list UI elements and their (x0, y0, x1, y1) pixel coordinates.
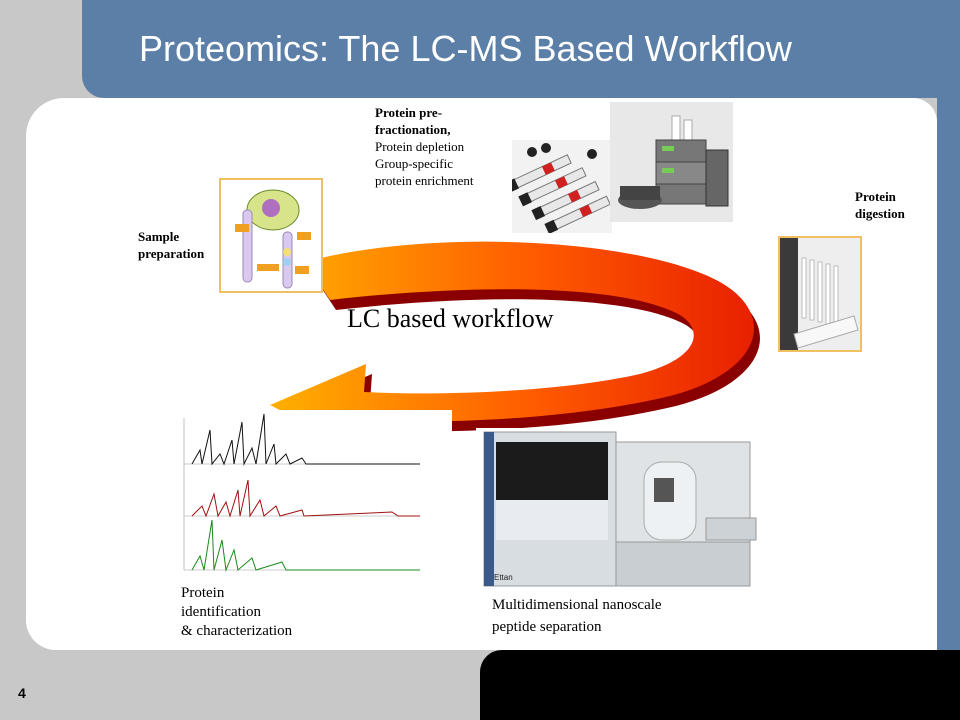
arrow-body (270, 241, 754, 458)
label-line: protein enrichment (375, 173, 474, 188)
label-line: preparation (138, 246, 205, 261)
label-line: digestion (855, 206, 905, 221)
slide-title: Proteomics: The LC-MS Based Workflow (139, 28, 792, 69)
label-line: identification (181, 604, 261, 620)
side-band (937, 98, 960, 658)
label-line: Sample (138, 229, 180, 244)
label-peptide-separation: Multidimensional nanoscale peptide separ… (492, 594, 662, 638)
label-line: Protein (181, 585, 225, 601)
label-prefractionation: Protein pre- fractionation, Protein depl… (375, 104, 474, 189)
instrument-brand-text: Ettan (494, 573, 513, 582)
label-protein-identification: Protein identification & characterizatio… (181, 584, 292, 641)
label-sample-preparation: Sample preparation (138, 228, 204, 262)
hplc-system-photo (610, 102, 733, 222)
label-line: fractionation, (375, 122, 451, 137)
digestion-plate-photo (778, 236, 862, 352)
label-line: Group-specific (375, 156, 453, 171)
depletion-columns-photo (512, 140, 612, 233)
label-line: Protein depletion (375, 139, 465, 154)
mass-spectra-plot (162, 410, 452, 580)
label-line: Protein (855, 189, 896, 204)
label-line: & characterization (181, 623, 293, 639)
page-number: 4 (18, 685, 26, 701)
footer-block (480, 650, 960, 720)
label-line: Protein pre- (375, 105, 443, 120)
lc-ms-instrument-photo: Ettan (476, 428, 764, 588)
label-line: peptide separation (492, 619, 602, 635)
cell-illustration (219, 178, 323, 293)
label-line: Multidimensional nanoscale (492, 597, 662, 613)
label-protein-digestion: Protein digestion (855, 188, 905, 222)
header-band (82, 0, 960, 98)
center-label: LC based workflow (347, 304, 554, 333)
